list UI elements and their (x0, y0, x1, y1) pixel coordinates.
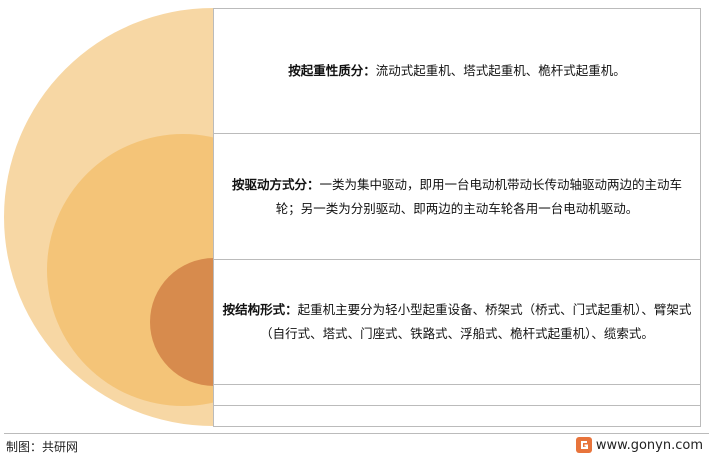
panel-heading: 按驱动方式分： (231, 176, 320, 192)
panel-text: 按起重性质分：流动式起重机、塔式起重机、桅杆式起重机。 (288, 59, 626, 83)
gonyn-logo-icon (575, 437, 592, 453)
empty-panel (213, 384, 701, 406)
footer-divider (4, 433, 709, 434)
panel-lifting-nature: 按起重性质分：流动式起重机、塔式起重机、桅杆式起重机。 (213, 8, 701, 134)
source-label: 制图：共研网 (6, 440, 79, 454)
website-credit: www.gonyn.com (575, 437, 703, 453)
panel-drive-mode: 按驱动方式分：一类为集中驱动，即用一台电动机带动长传动轴驱动两边的主动车轮；另一… (213, 133, 701, 260)
panel-body: 一类为集中驱动，即用一台电动机带动长传动轴驱动两边的主动车轮；另一类为分别驱动、… (275, 176, 683, 216)
panel-structure-form: 按结构形式：起重机主要分为轻小型起重设备、桥架式（桥式、门式起重机）、臂架式（自… (213, 259, 701, 385)
panel-body: 流动式起重机、塔式起重机、桅杆式起重机。 (375, 63, 626, 78)
panel-text: 按结构形式：起重机主要分为轻小型起重设备、桥架式（桥式、门式起重机）、臂架式（自… (220, 298, 694, 346)
panel-heading: 按起重性质分： (288, 63, 376, 78)
panel-heading: 按结构形式： (222, 302, 298, 317)
panel-body: 起重机主要分为轻小型起重设备、桥架式（桥式、门式起重机）、臂架式（自行式、塔式、… (260, 302, 692, 341)
website-url: www.gonyn.com (595, 437, 703, 453)
panel-text: 按驱动方式分：一类为集中驱动，即用一台电动机带动长传动轴驱动两边的主动车轮；另一… (220, 173, 694, 221)
empty-panel (213, 405, 701, 427)
